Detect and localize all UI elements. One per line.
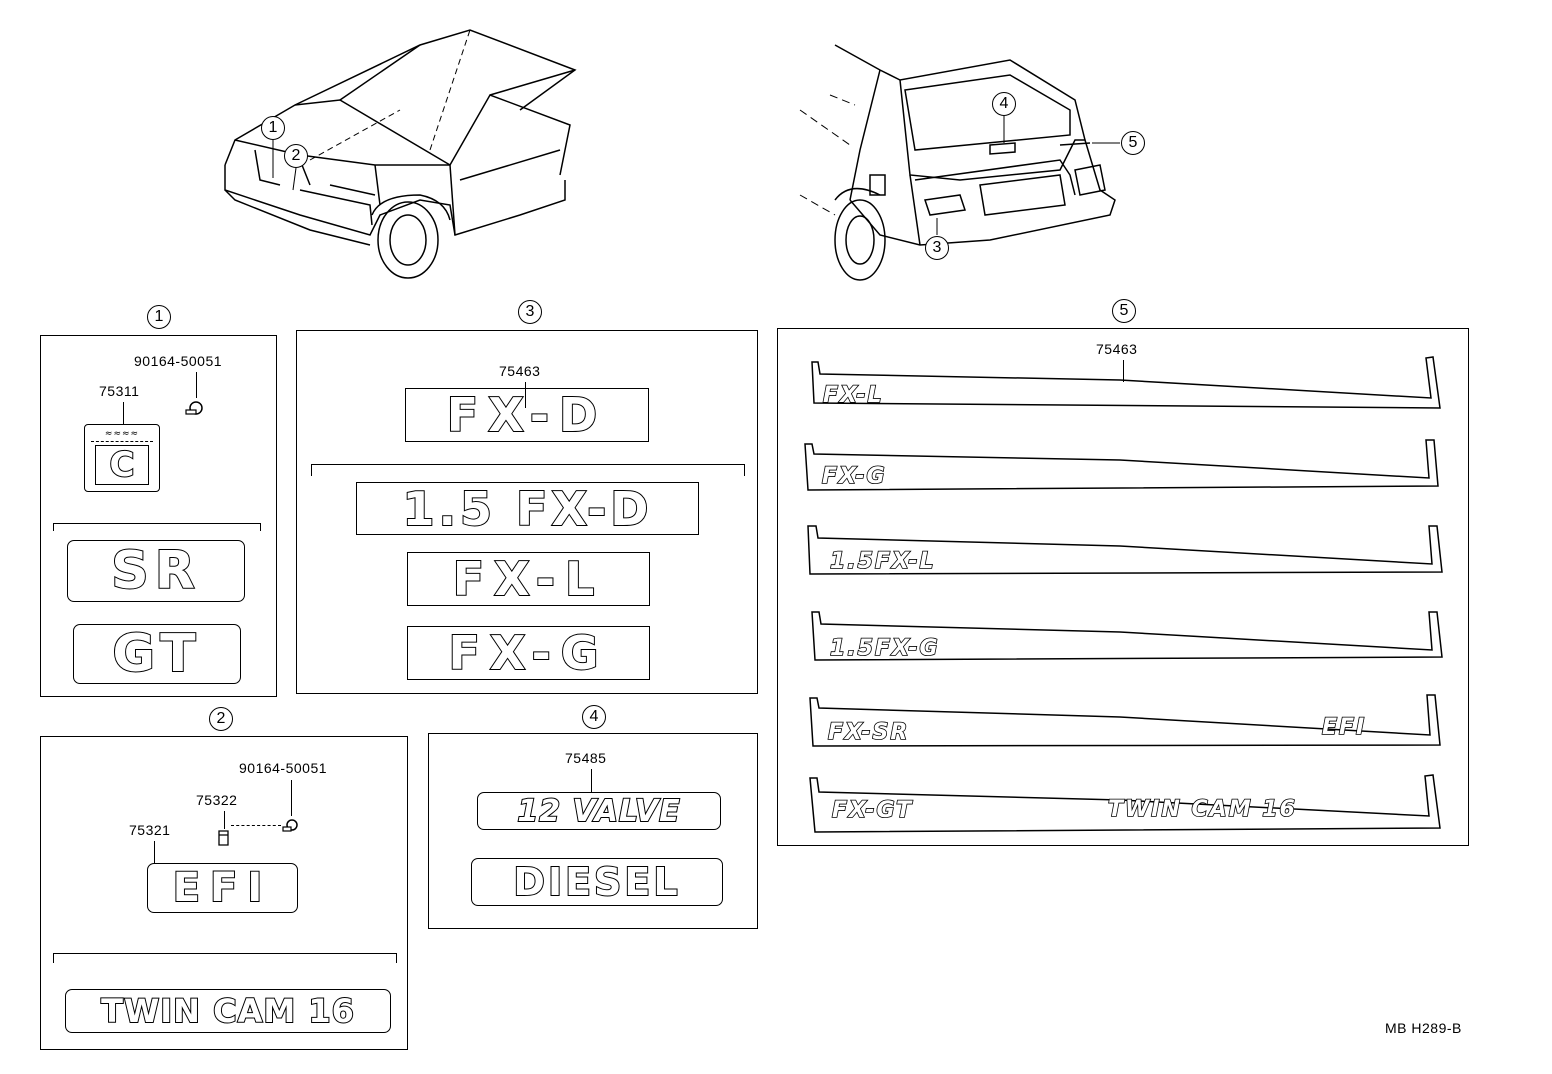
panel-4: 75485 12 VALVE DIESEL bbox=[428, 733, 758, 929]
panel-4-callout: 4 bbox=[582, 705, 606, 729]
c-letter: C bbox=[95, 445, 149, 485]
bracket bbox=[53, 953, 397, 963]
panel-3-callout: 3 bbox=[518, 300, 542, 324]
part-number-screw: 90164-50051 bbox=[239, 760, 328, 776]
strip-2-left: FX-G bbox=[821, 463, 887, 490]
badge-gt: GT bbox=[73, 623, 241, 685]
strip-5-left: FX-SR bbox=[827, 719, 910, 746]
panel-3: 75463 FX-D 1.5 FX-D FX-L FX-G bbox=[296, 330, 758, 694]
part-number-emblem: 75311 bbox=[99, 383, 140, 399]
panel-2-callout: 2 bbox=[209, 707, 233, 731]
panel-1-callout: 1 bbox=[147, 305, 171, 329]
badge-12-valve: 12 VALVE bbox=[477, 792, 721, 830]
badge-efi: EFI bbox=[147, 863, 298, 913]
strip-1-left: FX-L bbox=[822, 382, 884, 409]
strip-6-right: TWIN CAM 16 bbox=[1107, 796, 1297, 823]
part-number-clip: 75322 bbox=[196, 792, 238, 808]
badge-fx-g: FX-G bbox=[407, 625, 650, 681]
part-number: 75463 bbox=[499, 363, 541, 379]
panel-2: 90164-50051 75322 75321 EFI TWIN CAM 16 bbox=[40, 736, 408, 1050]
badge-twin-cam-16: TWIN CAM 16 bbox=[65, 989, 391, 1033]
panel-1: 90164-50051 75311 ≈≈≈≈ C SR GT bbox=[40, 335, 277, 697]
front-callout-2: 2 bbox=[284, 144, 308, 168]
panel-5: 75463 bbox=[777, 328, 1469, 846]
clip-icon bbox=[218, 830, 229, 846]
bracket bbox=[311, 464, 745, 476]
rear-callout-4: 4 bbox=[992, 92, 1016, 116]
screw-icon bbox=[282, 819, 298, 832]
strip-3-left: 1.5FX-L bbox=[829, 548, 936, 575]
strip-4-left: 1.5FX-G bbox=[829, 635, 940, 662]
badge-sr: SR bbox=[67, 540, 245, 602]
rear-callout-5: 5 bbox=[1121, 131, 1145, 155]
part-number-emblem: 75321 bbox=[129, 822, 171, 838]
part-number-screw: 90164-50051 bbox=[134, 353, 223, 369]
strip-6-left: FX-GT bbox=[831, 797, 914, 824]
badge-diesel: DIESEL bbox=[471, 858, 723, 906]
badge-fx-d: FX-D bbox=[405, 387, 649, 443]
part-number: 75485 bbox=[565, 750, 607, 766]
badge-1-5-fx-d: 1.5 FX-D bbox=[356, 481, 699, 537]
c-emblem: ≈≈≈≈ C bbox=[84, 424, 160, 492]
diagram-code: MB H289-B bbox=[1385, 1020, 1462, 1036]
front-callout-1: 1 bbox=[261, 116, 285, 140]
panel-5-callout: 5 bbox=[1112, 299, 1136, 323]
part-number: 75463 bbox=[1096, 341, 1138, 357]
crown-icon: ≈≈≈≈ bbox=[91, 429, 153, 442]
rear-callout-3: 3 bbox=[925, 236, 949, 260]
badge-fx-l: FX-L bbox=[407, 551, 650, 607]
screw-icon bbox=[185, 401, 203, 415]
bracket bbox=[53, 523, 261, 531]
strip-5-right: EFI bbox=[1321, 714, 1367, 741]
